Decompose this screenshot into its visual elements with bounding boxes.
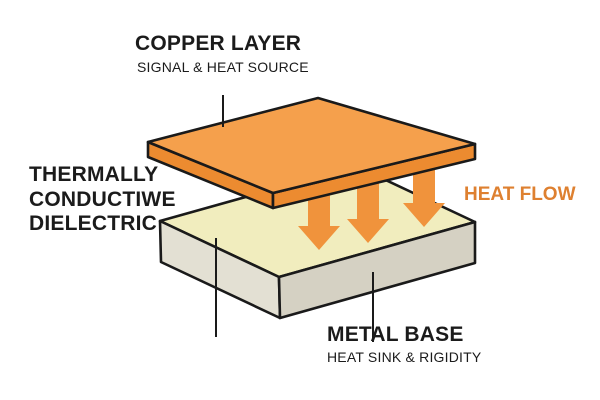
copper-layer-title: COPPER LAYER	[135, 32, 302, 55]
copper-layer-subtitle: SIGNAL & HEAT SOURCE	[137, 59, 309, 75]
metal-base-subtitle: HEAT SINK & RIGIDITY	[327, 349, 482, 365]
heat-flow-arrow-icon	[403, 165, 445, 227]
metal-base-title: METAL BASE	[327, 323, 464, 346]
copper-top-face	[146, 96, 477, 195]
dielectric-label: THERMALLY CONDUCTIWE DIELECTRIC	[29, 163, 176, 237]
dielectric-label-line2: CONDUCTIWE	[29, 187, 176, 211]
heat-flow-arrow-icon	[298, 192, 340, 250]
dielectric-label-line1: THERMALLY	[29, 163, 159, 186]
dielectric-label-line3: DIELECTRIC	[29, 212, 157, 235]
heat-flow-arrow-icon	[347, 179, 389, 243]
metal-base-front-face	[277, 220, 477, 320]
heat-flow-label: HEAT FLOW	[464, 184, 576, 205]
